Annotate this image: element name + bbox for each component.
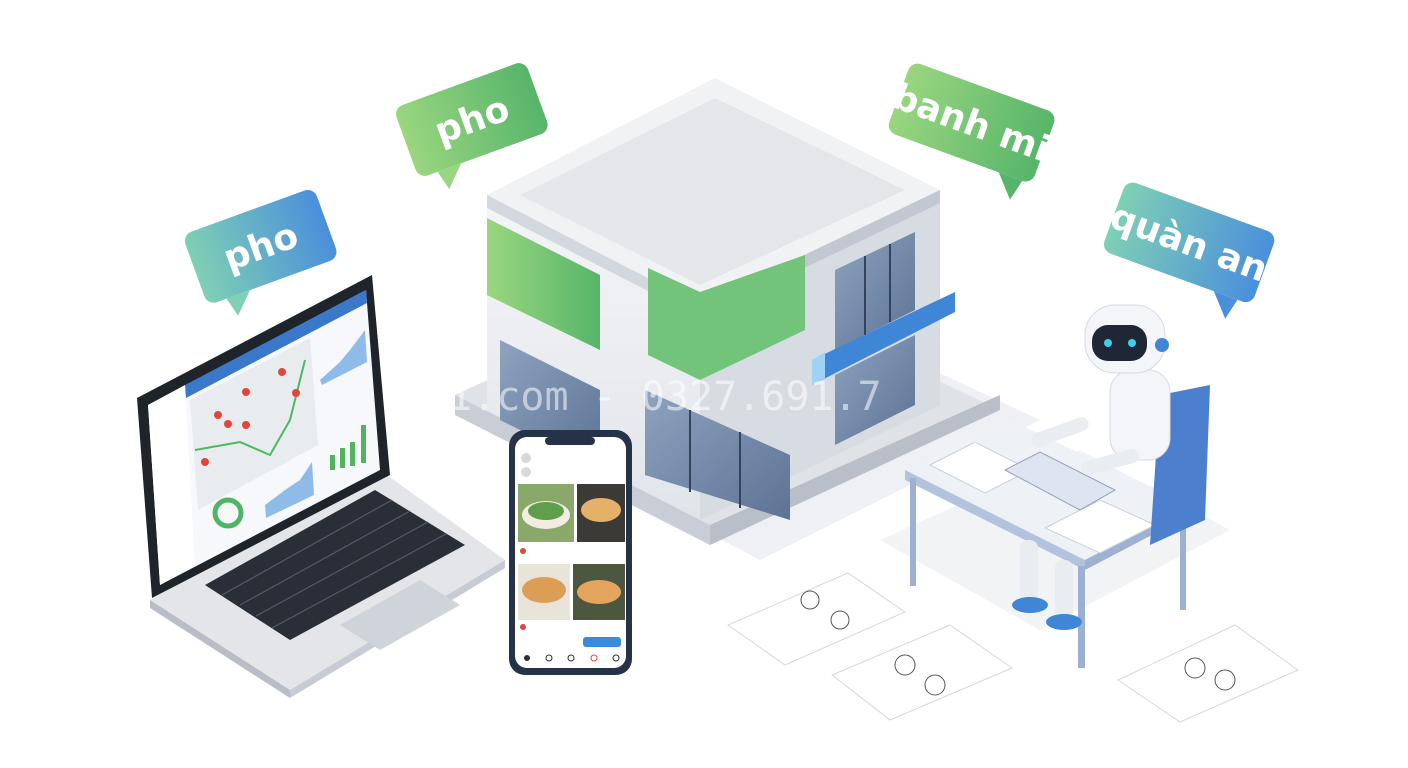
map-pin-icon bbox=[201, 458, 209, 466]
home-icon[interactable] bbox=[524, 655, 530, 661]
map-pins bbox=[201, 368, 300, 466]
donut-chart bbox=[212, 497, 244, 529]
bar bbox=[361, 425, 366, 463]
laptop-trackpad bbox=[340, 580, 460, 650]
robot-foot bbox=[1012, 597, 1048, 613]
chart-area-bottom bbox=[265, 462, 314, 518]
window bbox=[835, 232, 915, 350]
laptop bbox=[137, 275, 505, 698]
bar bbox=[340, 448, 345, 468]
map-pin-icon bbox=[224, 420, 232, 428]
green-sign-front bbox=[648, 255, 805, 380]
map-pin-icon bbox=[292, 389, 300, 397]
menu-sheet bbox=[726, 572, 907, 666]
robot-visor bbox=[1092, 325, 1147, 361]
robot-arm bbox=[1031, 417, 1089, 447]
map-pin-icon bbox=[278, 368, 286, 376]
robot-arm bbox=[1080, 449, 1140, 475]
desk-leg bbox=[1180, 512, 1186, 610]
phone-screen bbox=[515, 437, 626, 668]
map-pin-icon bbox=[242, 388, 250, 396]
search-icon[interactable] bbox=[545, 654, 553, 662]
bar-chart bbox=[330, 425, 366, 470]
robot-torso bbox=[1109, 369, 1171, 461]
avatar bbox=[521, 453, 531, 463]
blue-awning bbox=[812, 292, 955, 385]
shop-icon[interactable] bbox=[590, 654, 598, 662]
window bbox=[835, 335, 915, 445]
chart-area-top bbox=[320, 330, 367, 385]
profile-icon[interactable] bbox=[612, 654, 620, 662]
heart-icon[interactable] bbox=[520, 548, 526, 554]
speech-bubble-quan-an: quàn an bbox=[1103, 182, 1275, 319]
map-route bbox=[194, 359, 306, 457]
watermark: ng1.com - 0327.691.7 bbox=[400, 374, 882, 420]
phone-nav-bar bbox=[524, 654, 620, 662]
menu-sheet bbox=[1116, 624, 1300, 723]
desk-leg bbox=[1078, 566, 1085, 668]
robot-foot bbox=[1046, 614, 1082, 630]
laptop-keyboard bbox=[205, 490, 465, 640]
dashboard-map bbox=[190, 338, 318, 510]
avatar bbox=[521, 467, 531, 477]
robot-eye bbox=[1104, 339, 1112, 347]
robot-eye bbox=[1128, 339, 1136, 347]
heart-icon[interactable] bbox=[520, 624, 526, 630]
speech-bubble-pho-top: pho bbox=[396, 63, 548, 189]
robot-leg bbox=[1055, 560, 1073, 620]
speech-bubble-pho-left: pho bbox=[184, 189, 337, 316]
phone-notch bbox=[545, 437, 595, 445]
reels-icon[interactable] bbox=[567, 654, 575, 662]
bar bbox=[330, 455, 335, 470]
map-pin-icon bbox=[242, 421, 250, 429]
menu-sheets bbox=[726, 572, 1300, 723]
window bbox=[645, 390, 790, 520]
smartphone bbox=[509, 430, 632, 675]
robot bbox=[1012, 304, 1171, 630]
keyboard bbox=[1003, 451, 1117, 511]
robot-leg bbox=[1020, 540, 1038, 605]
robot-workstation bbox=[905, 304, 1210, 668]
dashboard-sidebar bbox=[148, 385, 195, 585]
follow-button[interactable] bbox=[583, 637, 621, 647]
bar bbox=[350, 442, 355, 466]
menu-sheet bbox=[831, 624, 1014, 721]
dashboard-header bbox=[185, 290, 367, 398]
green-sign-left bbox=[487, 218, 600, 350]
robot-ear bbox=[1155, 338, 1169, 352]
desk-leg bbox=[910, 478, 916, 586]
map-pin-icon bbox=[214, 411, 222, 419]
